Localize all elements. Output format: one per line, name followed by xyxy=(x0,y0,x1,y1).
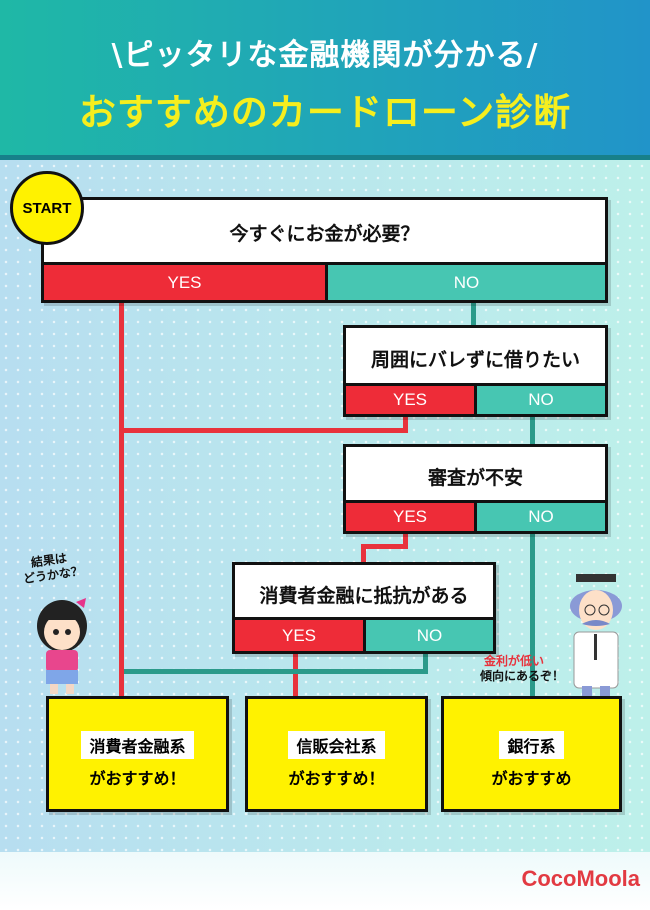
connector xyxy=(471,300,476,326)
no-option[interactable]: NO xyxy=(328,262,605,300)
start-badge: START xyxy=(10,171,84,245)
question-box-3: 審査が不安 YES NO xyxy=(343,444,608,534)
connector xyxy=(119,428,408,433)
connector xyxy=(403,415,408,433)
result-type: 信販会社系 xyxy=(288,731,385,759)
no-option[interactable]: NO xyxy=(477,383,605,414)
result-recommend: がおすすめ！ xyxy=(89,769,186,788)
connector xyxy=(361,544,366,564)
speech-line: 傾向にあるぞ！ xyxy=(480,669,565,683)
result-consumer-finance: 消費者金融系 がおすすめ！ xyxy=(46,696,229,812)
question-box-2: 周囲にバレずに借りたい YES NO xyxy=(343,325,608,417)
yes-option[interactable]: YES xyxy=(346,383,477,414)
connector xyxy=(119,300,124,696)
girl-character-icon xyxy=(37,598,87,694)
professor-character-icon xyxy=(570,574,622,696)
header-subtitle: \ピッタリな金融機関が分かる/ xyxy=(111,38,539,73)
result-credit-company: 信販会社系 がおすすめ！ xyxy=(245,696,428,812)
header-title: おすすめのカードローン診断 xyxy=(78,91,572,134)
connector xyxy=(403,532,408,549)
footer: CocoMoola xyxy=(0,852,650,910)
yes-option[interactable]: YES xyxy=(235,617,366,651)
question-box-4: 消費者金融に抵抗がある YES NO xyxy=(232,562,496,654)
no-option[interactable]: NO xyxy=(477,500,605,531)
result-recommend: がおすすめ xyxy=(491,769,572,788)
no-option[interactable]: NO xyxy=(366,617,493,651)
header: \ピッタリな金融機関が分かる/ おすすめのカードローン診断 xyxy=(0,0,650,160)
connector xyxy=(423,652,428,674)
question-text: 消費者金融に抵抗がある xyxy=(259,584,469,607)
question-text: 周囲にバレずに借りたい xyxy=(370,348,580,371)
question-text: 審査が不安 xyxy=(427,467,523,489)
speech-highlight: 金利が低い xyxy=(484,654,545,668)
result-bank: 銀行系 がおすすめ xyxy=(441,696,622,812)
question-text: 今すぐにお金が必要？ xyxy=(229,223,420,245)
professor-speech: 金利が低い 傾向にあるぞ！ xyxy=(480,654,564,684)
connector xyxy=(530,415,535,696)
yes-option[interactable]: YES xyxy=(346,500,477,531)
connector xyxy=(361,544,408,549)
question-box-1: 今すぐにお金が必要？ YES NO xyxy=(41,197,608,303)
connector xyxy=(293,652,298,696)
result-type: 消費者金融系 xyxy=(81,731,194,759)
yes-option[interactable]: YES xyxy=(44,262,328,300)
result-recommend: がおすすめ！ xyxy=(288,769,385,788)
connector xyxy=(124,669,428,674)
cocomoola-logo: CocoMoola xyxy=(521,866,640,891)
result-type: 銀行系 xyxy=(499,731,564,759)
